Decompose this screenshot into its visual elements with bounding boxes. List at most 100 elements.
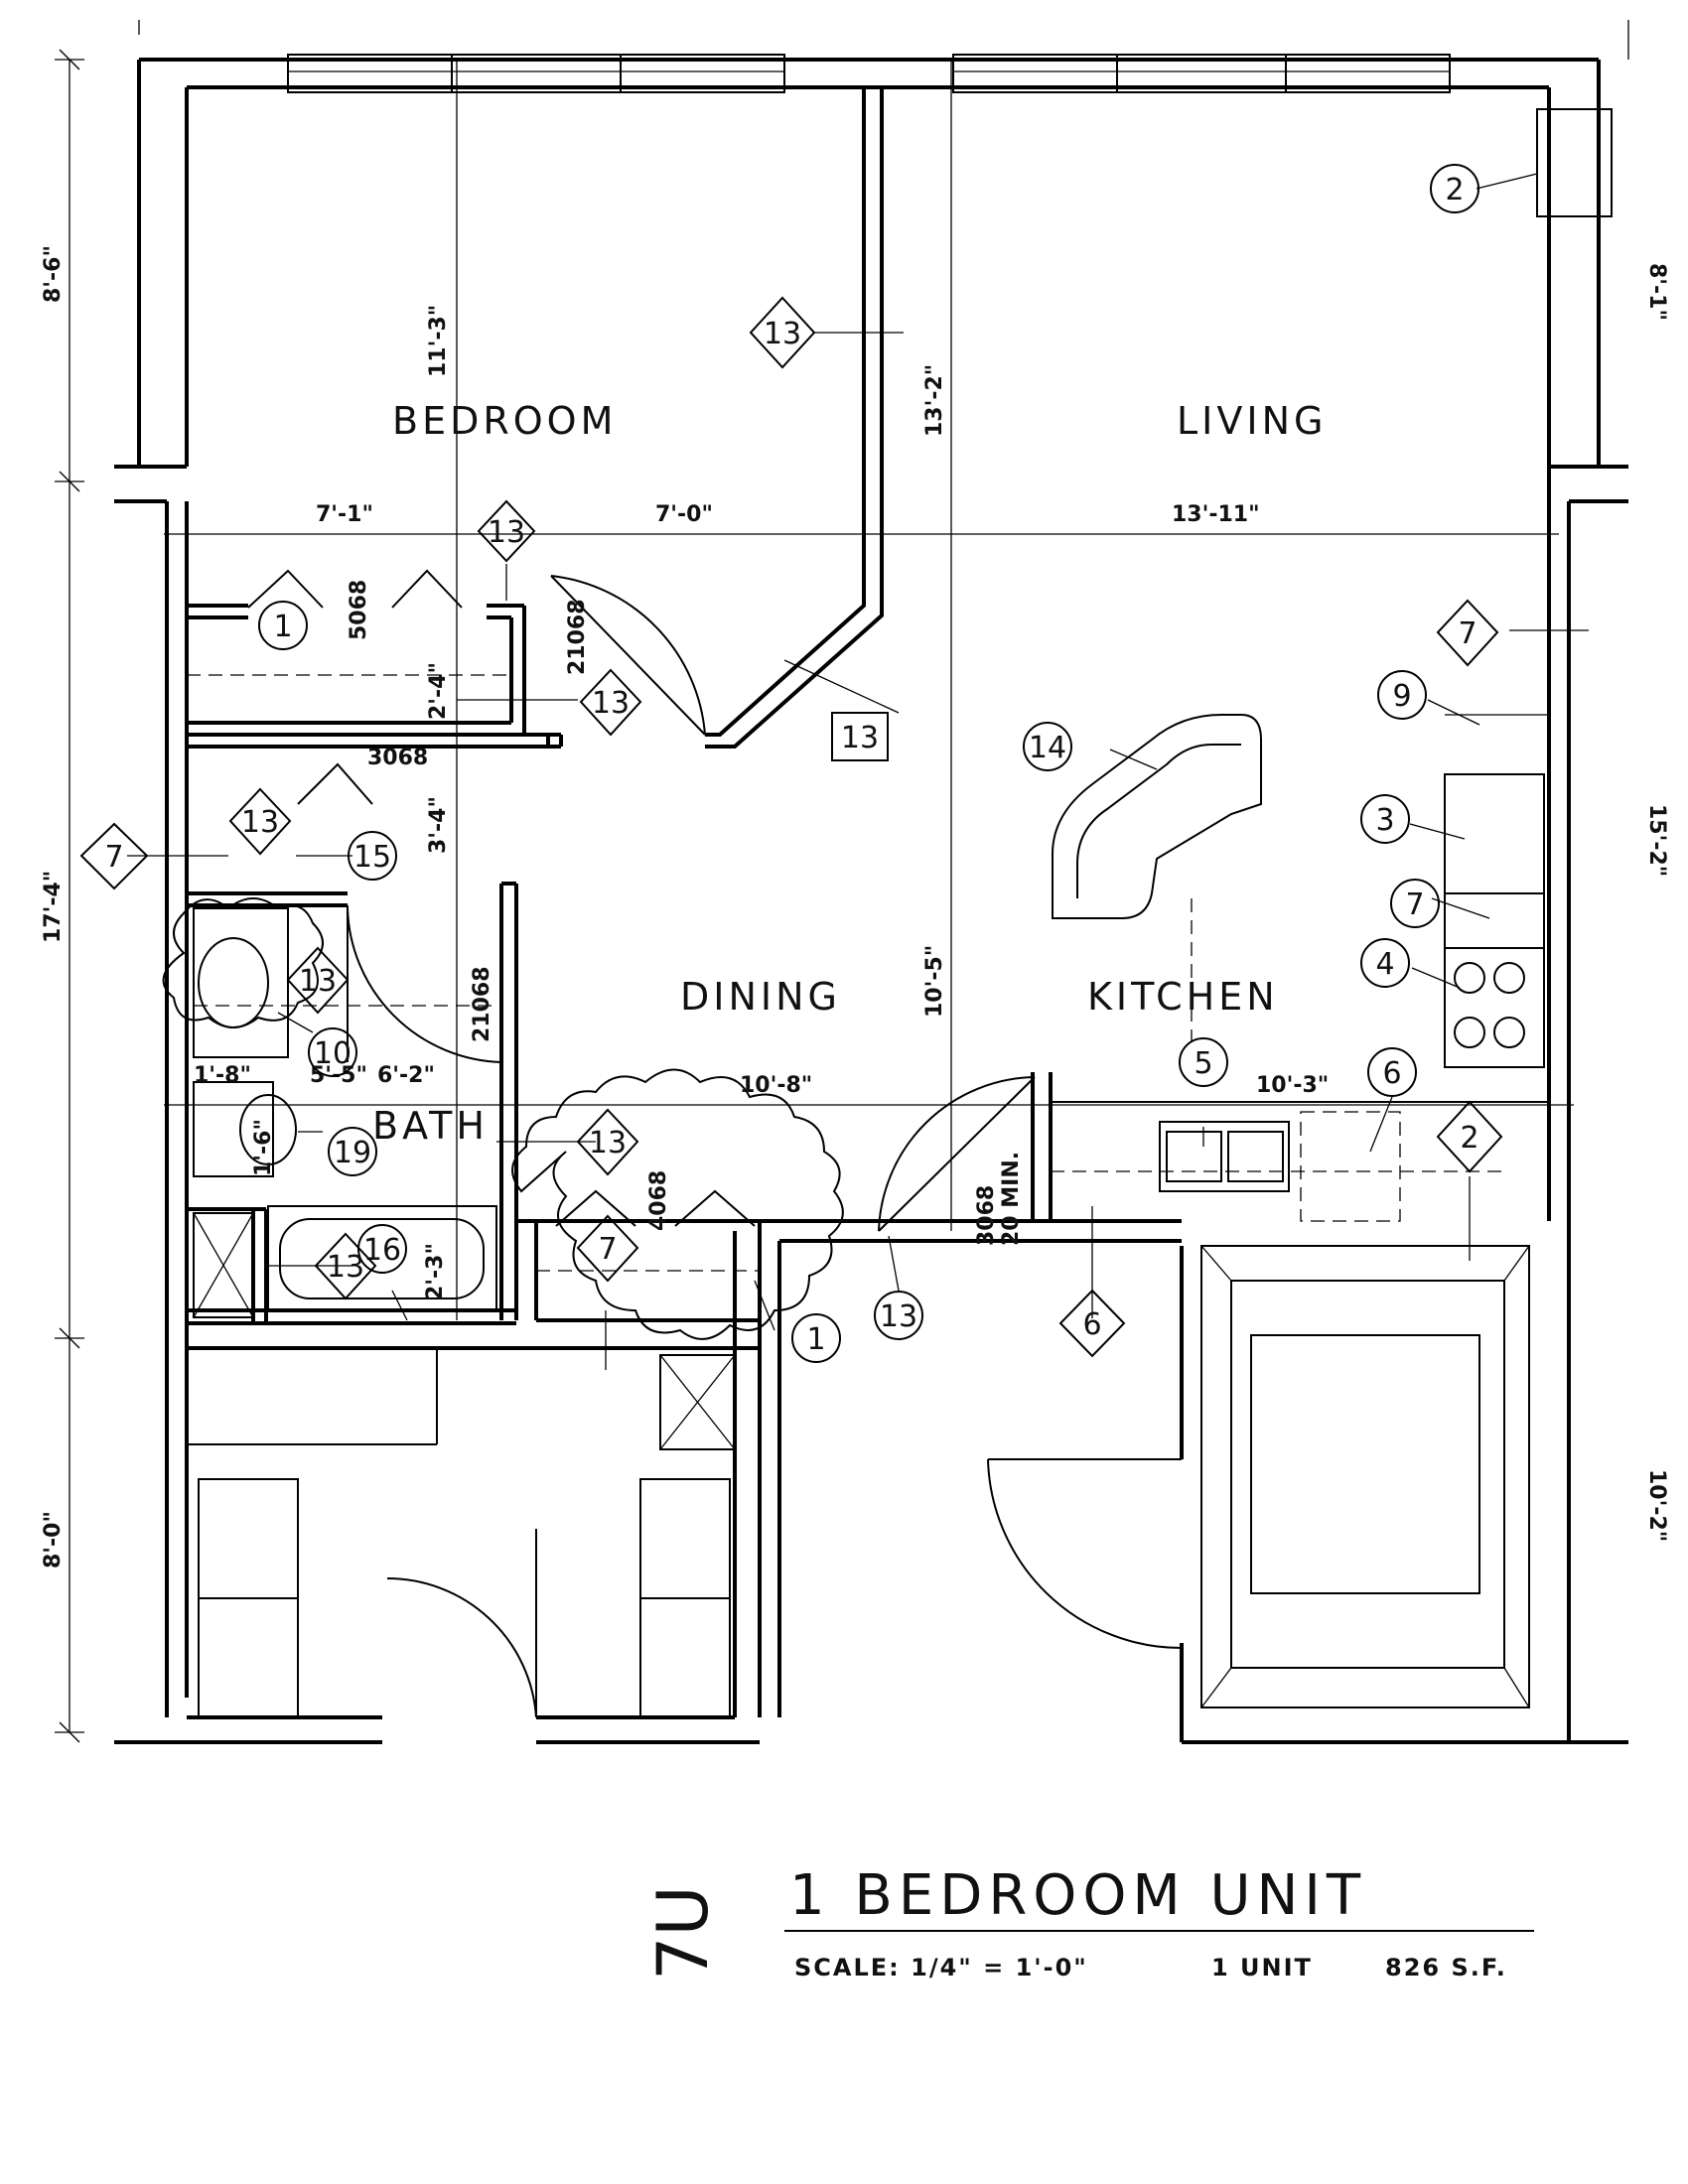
dim-bedroom-depth: 11'-3" [426, 305, 451, 377]
door-code-entry: 3068 [974, 1185, 999, 1246]
shelf-lines [187, 674, 1509, 1272]
svg-text:13: 13 [299, 964, 337, 999]
doors [247, 569, 1183, 1718]
svg-text:13: 13 [841, 721, 879, 755]
room-label-bedroom: BEDROOM [392, 399, 617, 443]
keynote-circle-1-entry: 1 [791, 1313, 841, 1363]
dim-kitchen-w: 10'-3" [1256, 1073, 1329, 1098]
dim-closet-d1: 2'-4" [426, 662, 451, 720]
kitchen-fixtures [1051, 714, 1549, 1222]
keynote-circle-7-kitchen: 7 [1390, 879, 1440, 928]
keynote-circle-1-bedroom: 1 [258, 601, 308, 650]
title-block: 7U 1 BEDROOM UNIT SCALE: 1/4" = 1'-0" 1 … [642, 1863, 1534, 1981]
room-label-bath: BATH [372, 1104, 489, 1148]
dim-bath-w1: 1'-8" [194, 1063, 251, 1088]
bath-fixtures [162, 897, 497, 1318]
svg-text:15: 15 [353, 840, 391, 875]
top-windows [287, 54, 1613, 217]
dimension-labels: 8'-6" 17'-4" 8'-0" 8'-1" 15'-2" 10'-2" 1… [41, 245, 1669, 1569]
room-label-living: LIVING [1177, 399, 1327, 443]
keynote-circle-19: 19 [328, 1127, 377, 1176]
svg-text:13: 13 [327, 1250, 364, 1285]
keynote-diamond-13-bedroom: 13 [749, 296, 816, 369]
door-code-21068-a: 21068 [565, 599, 590, 675]
dim-living-depth: 13'-2" [922, 364, 947, 437]
keynote-circle-13-entry: 13 [874, 1291, 923, 1340]
leader-lines [127, 173, 1589, 1370]
drawing-scale: SCALE: 1/4" = 1'-0" [794, 1954, 1088, 1981]
dim-left-top: 8'-6" [41, 245, 66, 303]
keynote-circle-5: 5 [1179, 1037, 1228, 1087]
svg-text:1: 1 [806, 1322, 825, 1357]
dim-right-mid: 15'-2" [1644, 804, 1669, 877]
keynote-circle-6-kitchen: 6 [1367, 1047, 1417, 1097]
svg-text:13: 13 [880, 1299, 917, 1334]
door-rating-entry: 20 MIN. [999, 1152, 1024, 1246]
door-code-3068: 3068 [367, 746, 428, 770]
dim-living-w: 13'-11" [1172, 502, 1260, 527]
keynote-diamond-7-closet: 7 [576, 1214, 639, 1283]
svg-text:2: 2 [1460, 1121, 1478, 1156]
svg-text:6: 6 [1382, 1056, 1401, 1091]
svg-text:6: 6 [1082, 1307, 1101, 1342]
keynote-diamond-13-bath: 13 [286, 946, 350, 1015]
dim-dining-depth: 10'-5" [922, 945, 947, 1018]
svg-text:13: 13 [589, 1126, 627, 1160]
dim-closet-d2: 3'-4" [426, 796, 451, 854]
drawing-unit-count: 1 UNIT [1211, 1954, 1313, 1981]
svg-text:1: 1 [273, 610, 292, 644]
svg-text:7: 7 [1405, 887, 1424, 922]
revision-cloud [511, 1068, 844, 1340]
svg-text:10: 10 [314, 1036, 352, 1071]
keynote-circle-14: 14 [1023, 722, 1072, 771]
door-code-5068: 5068 [347, 580, 371, 640]
svg-text:5: 5 [1194, 1046, 1212, 1081]
door-code-labels: 5068 21068 3068 21068 4068 3068 20 MIN. [347, 580, 1024, 1246]
drawing-mark: 7U [642, 1885, 724, 1980]
door-code-4068: 4068 [646, 1170, 671, 1231]
keynote-circle-2-top: 2 [1430, 164, 1479, 213]
svg-text:9: 9 [1392, 679, 1411, 714]
room-label-kitchen: KITCHEN [1087, 975, 1279, 1019]
door-code-21068-b: 21068 [470, 966, 494, 1042]
keynote-circle-10: 10 [308, 1027, 357, 1077]
keynote-circle-15: 15 [348, 831, 397, 881]
interior-walls [187, 87, 1182, 1325]
keynote-diamond-13-closet: 13 [477, 499, 536, 563]
keynote-diamond-7-left: 7 [79, 822, 149, 890]
keynote-diamond-6-entry: 6 [1058, 1289, 1126, 1358]
drawing-title: 1 BEDROOM UNIT [789, 1863, 1366, 1928]
dim-right-top: 8'-1" [1644, 263, 1669, 321]
keynote-diamond-2-kitchen: 2 [1436, 1100, 1503, 1173]
laundry-fixtures [187, 1348, 736, 1718]
core-shaft [1200, 1245, 1530, 1708]
keynote-square-13: 13 [831, 712, 889, 761]
svg-text:13: 13 [764, 317, 801, 351]
dim-left-mid: 17'-4" [41, 871, 66, 943]
svg-text:14: 14 [1029, 731, 1066, 765]
svg-text:19: 19 [334, 1136, 371, 1170]
svg-text:3: 3 [1375, 803, 1394, 838]
svg-text:13: 13 [592, 686, 630, 721]
dim-bed-w2: 7'-0" [655, 502, 713, 527]
keynote-circle-4: 4 [1360, 938, 1410, 988]
keynote-diamond-13-closet-2: 13 [579, 668, 642, 737]
dim-dining-w: 10'-8" [740, 1073, 812, 1098]
room-labels: BEDROOM LIVING DINING KITCHEN BATH [372, 399, 1327, 1148]
dim-bath-w3: 6'-2" [377, 1063, 435, 1088]
dim-right-bottom: 10'-2" [1644, 1469, 1669, 1542]
svg-text:7: 7 [1458, 616, 1477, 651]
room-label-dining: DINING [680, 975, 841, 1019]
keynote-diamond-13-tub: 13 [314, 1232, 377, 1300]
keynote-circle-9: 9 [1377, 670, 1427, 720]
keynote-circle-16: 16 [357, 1224, 407, 1274]
svg-text:16: 16 [363, 1233, 401, 1268]
exterior-walls [114, 58, 1628, 1744]
keynote-diamond-7-living: 7 [1436, 599, 1499, 667]
svg-text:13: 13 [241, 805, 279, 840]
svg-text:4: 4 [1375, 947, 1394, 982]
dim-bed-w1: 7'-1" [316, 502, 373, 527]
keynote-tags: 2 1 9 14 3 7 4 15 10 5 6 19 16 1 13 13 1… [79, 164, 1503, 1363]
dim-tub-w: 2'-3" [423, 1243, 448, 1300]
